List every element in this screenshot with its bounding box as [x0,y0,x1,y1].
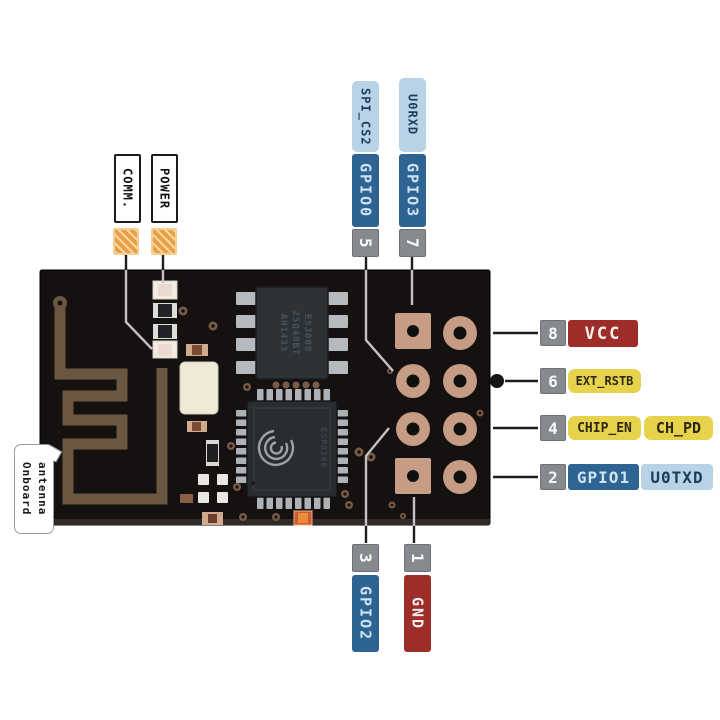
pin5-alt-label: SPI_CS2 [352,81,379,152]
capacitor [186,344,208,356]
pin1-number: 1 [404,544,431,572]
rst-dot-marker [490,374,504,388]
capacitor [202,512,223,525]
pin2-gpio1-label: GPIO1 [568,464,639,490]
flash-marking-line3: E5J008 [302,314,312,353]
antenna-callout-line1: Onboard [20,462,33,516]
pcb-board [39,269,491,526]
espressif-logo-icon [257,429,295,467]
power-label: POWER [151,154,178,223]
led-orange-component [293,510,313,526]
power-led [152,280,178,300]
pin3-signal-label: GPIO2 [352,575,379,652]
esp8266-chip: ESP8266 [236,389,348,509]
via-pads [178,306,484,521]
pin2-u0txd-label: U0TXD [641,464,713,490]
antenna-callout-line2: antenna [36,462,49,516]
resistor [153,303,177,318]
pin5-number: 5 [352,229,379,257]
pin6-rst-label: EXT_RSTB [568,369,641,393]
flash-chip: AH1433 25Q40BT E5J008 [236,286,348,389]
capacitor [180,494,193,503]
pin4-number: 4 [540,415,566,441]
pin7-number: 7 [399,229,426,257]
pointer-lines-inner [124,270,416,526]
header-pads [395,313,477,494]
pin8-number: 8 [540,320,566,346]
jumper-pads [198,474,228,503]
pin5-signal-label: GPIO0 [352,154,379,227]
power-led-swatch [151,228,177,255]
pin4-chpd-label: CH_PD [644,416,713,440]
flash-marking-line2: 25Q40BT [290,311,300,356]
pin6-number: 6 [540,368,566,394]
capacitor [187,421,207,432]
comm-led [152,340,178,359]
comm-label: COMM. [114,154,141,223]
antenna-trace [53,296,168,505]
pin1-gnd-label: GND [404,575,431,652]
onboard-antenna-callout: Onboard antenna [14,444,54,534]
pin7-alt-label: U0RXD [399,78,426,152]
pin4-chipen-label: CHIP_EN [568,416,641,440]
comm-led-swatch [113,228,139,255]
crystal-oscillator [179,361,219,415]
pin8-vcc-label: VCC [568,320,638,347]
capacitor [206,440,219,466]
flash-marking-line1: AH1433 [278,314,288,353]
resistor [153,324,177,339]
pin7-signal-label: GPIO3 [399,154,426,227]
mcu-marking: ESP8266 [319,428,328,469]
pin2-number: 2 [540,464,566,490]
pointer-lines-outer [124,255,538,543]
pin3-number: 3 [352,544,379,572]
